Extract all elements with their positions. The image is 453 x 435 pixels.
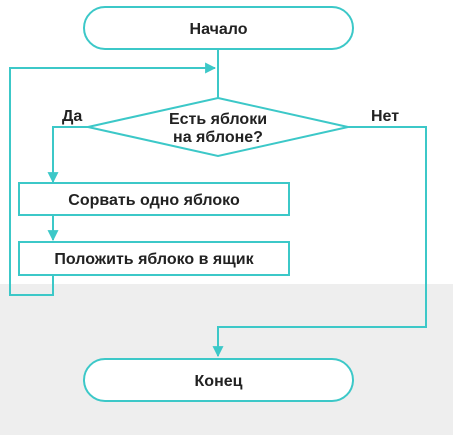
decision-label-line2: на яблоне?	[173, 129, 263, 146]
step-pick-apple	[18, 182, 290, 216]
decision-diamond	[87, 96, 349, 158]
decision-label-line1: Есть яблоки	[169, 111, 267, 128]
step-put-apple	[18, 241, 290, 276]
end-label: Конец	[195, 373, 243, 390]
start-label: Начало	[190, 21, 248, 38]
connector-loop-back	[9, 62, 217, 296]
yes-label: Да	[62, 108, 82, 125]
step-pick-apple-label: Сорвать одно яблоко	[68, 192, 240, 209]
end-terminal	[83, 358, 354, 402]
connector-no-branch	[212, 126, 427, 358]
connector-yes-branch	[47, 126, 88, 184]
step-put-apple-label: Положить яблоко в ящик	[54, 251, 254, 268]
no-label: Нет	[371, 108, 399, 125]
